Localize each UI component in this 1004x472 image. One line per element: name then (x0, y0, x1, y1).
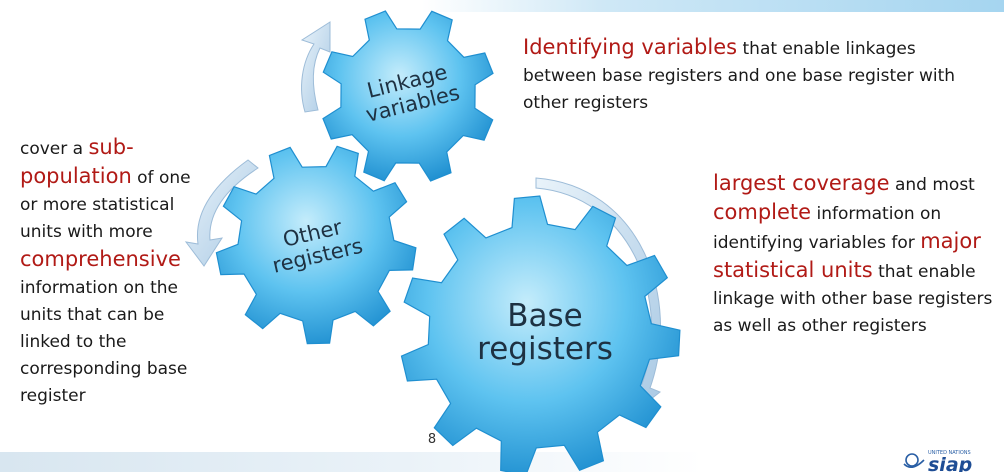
text-right-highlight-complete: complete (713, 200, 812, 224)
logo-small-text: UNITED NATIONS (928, 450, 971, 456)
text-right-highlight-major-units: major statistical units (713, 229, 981, 282)
gear-label-base-line1: Base (507, 298, 583, 334)
text-top-right-description: Identifying variables that enable linkag… (523, 34, 993, 117)
text-left-highlight-comprehensive: comprehensive (20, 247, 181, 271)
siap-logo: UNITED NATIONS siap (903, 450, 972, 472)
text-right-p2: information on identifying variables for (713, 204, 942, 253)
logo-swoosh-icon (903, 459, 925, 468)
text-left-highlight-subpopulation: sub-population (20, 135, 134, 188)
text-left-description: cover a sub-population of one or more st… (20, 134, 198, 410)
page-number: 8 (427, 432, 437, 447)
gear-other (215, 145, 417, 345)
arrow-top-left (300, 21, 331, 113)
text-left-p3: information on the units that can be lin… (20, 278, 188, 406)
logo-text: siap (928, 454, 972, 472)
text-left-p2: of one or more statistical units with mo… (20, 168, 191, 242)
text-top-right-p1: that enable linkages between base regist… (523, 39, 956, 113)
text-right-p1: and most (889, 175, 975, 195)
gear-base (400, 195, 681, 472)
un-emblem-icon (905, 453, 919, 467)
arrow-left (184, 159, 259, 267)
gear-label-base-line2: registers (477, 331, 613, 368)
top-accent-band (0, 0, 1004, 12)
text-right-highlight-coverage: largest coverage (713, 171, 890, 195)
text-left-p1: cover a (20, 139, 89, 159)
gear-linkage (322, 10, 494, 182)
gear-label-base: Base registers (455, 298, 635, 368)
text-top-right-highlight-identifying: Identifying variables (523, 35, 738, 59)
text-right-description: largest coverage and most complete infor… (713, 170, 995, 340)
text-right-p3: that enable linkage with other base regi… (713, 262, 993, 336)
